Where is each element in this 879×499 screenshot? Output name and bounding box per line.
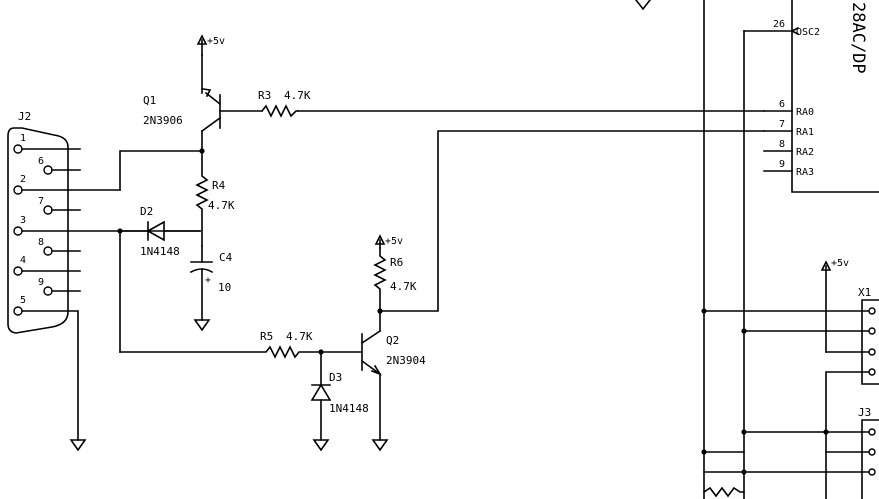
header-pin xyxy=(868,368,876,376)
ic-pin-number: 26 xyxy=(773,19,785,30)
header-ref: J3 xyxy=(858,406,871,419)
db9-pin xyxy=(43,165,53,175)
ic-pin-number: 6 xyxy=(779,99,785,110)
ic-part-label: 28AC/DP xyxy=(848,2,868,74)
component-value: 4.7K xyxy=(286,330,313,343)
junction-dot xyxy=(741,429,747,435)
pin-label: 9 xyxy=(38,277,44,288)
db9-pin xyxy=(43,205,53,215)
component-ref: C4 xyxy=(219,251,233,264)
component-part: 2N3904 xyxy=(386,354,426,367)
header-pin xyxy=(868,428,876,436)
pin-label: 1 xyxy=(20,133,26,144)
header-x1: X1 +5v xyxy=(701,258,879,499)
connector-ref: J2 xyxy=(18,110,31,123)
diode-d3: D3 1N4148 xyxy=(310,351,369,452)
component-ref: R4 xyxy=(212,179,226,192)
resistor-r3: R3 4.7K xyxy=(258,89,311,118)
db9-pin xyxy=(43,246,53,256)
db9-pin xyxy=(43,286,53,296)
polarity-mark: + xyxy=(205,275,211,286)
header-pin xyxy=(868,327,876,335)
ic-pin-name: RA1 xyxy=(796,127,814,138)
transistor-q1: Q1 2N3906 xyxy=(143,54,263,152)
pin-label: 2 xyxy=(20,174,26,185)
transistor-q2: Q2 2N3904 xyxy=(360,310,426,452)
junction-dot xyxy=(701,308,707,314)
junction-dot xyxy=(741,469,747,475)
ic-pin-name: RA3 xyxy=(796,167,814,178)
pin-label: 5 xyxy=(20,295,26,306)
ground-symbol xyxy=(69,439,87,452)
header-pin xyxy=(868,307,876,315)
db9-pin xyxy=(13,144,23,154)
capacitor-c4: C4 10 + xyxy=(189,245,233,332)
db9-pin xyxy=(13,226,23,236)
power-label: +5v xyxy=(207,36,225,47)
component-value: 4.7K xyxy=(284,89,311,102)
power-label: +5v xyxy=(385,236,403,247)
pin-label: 3 xyxy=(20,215,26,226)
connector-j2: J2 1 6 2 7 3 8 4 9 5 xyxy=(7,110,201,441)
header-pin xyxy=(868,448,876,456)
component-ref: R3 xyxy=(258,89,271,102)
resistor-r6: R6 4.7K +5v xyxy=(373,234,417,314)
header-pin xyxy=(868,468,876,476)
pin-label: 8 xyxy=(38,237,44,248)
component-ref: R6 xyxy=(390,256,403,269)
db9-pin xyxy=(13,306,23,316)
header-pin xyxy=(868,348,876,356)
component-ref: R5 xyxy=(260,330,273,343)
header-j3: J3 xyxy=(701,406,879,499)
ic-pin-number: 9 xyxy=(779,159,785,170)
pin-label: 7 xyxy=(38,196,44,207)
component-ref: D3 xyxy=(329,371,342,384)
ic-pin-name: RA2 xyxy=(796,147,814,158)
vcc-symbol: +5v xyxy=(196,34,225,56)
resistor-r4: R4 4.7K xyxy=(119,148,235,247)
component-part: 1N4148 xyxy=(140,245,180,258)
junction-dot xyxy=(741,328,747,334)
db9-pin xyxy=(13,185,23,195)
ic-pin-name: OSC2 xyxy=(796,27,820,38)
component-ref: Q2 xyxy=(386,334,399,347)
resistor-r5: R5 4.7K xyxy=(119,330,363,359)
junction-dot xyxy=(823,429,829,435)
traces xyxy=(297,0,765,499)
diode-d2: D2 1N4148 xyxy=(117,205,201,353)
header-ref: X1 xyxy=(858,286,871,299)
component-part: 2N3906 xyxy=(143,114,183,127)
component-value: 4.7K xyxy=(390,280,417,293)
component-value: 10 xyxy=(218,281,231,294)
pin-label: 4 xyxy=(20,255,26,266)
component-ref: D2 xyxy=(140,205,153,218)
component-ref: Q1 xyxy=(143,94,156,107)
db9-pin xyxy=(13,266,23,276)
ic-pin-number: 7 xyxy=(779,119,785,130)
pin-label: 6 xyxy=(38,156,44,167)
microcontroller-ic: 28AC/DP 26 OSC2 6 RA0 7 RA1 8 RA2 9 RA3 xyxy=(743,0,879,193)
component-value: 4.7K xyxy=(208,199,235,212)
component-part: 1N4148 xyxy=(329,402,369,415)
ic-pin-number: 8 xyxy=(779,139,785,150)
power-label: +5v xyxy=(831,258,849,269)
junction-dot xyxy=(377,308,383,314)
ic-pin-name: RA0 xyxy=(796,107,814,118)
